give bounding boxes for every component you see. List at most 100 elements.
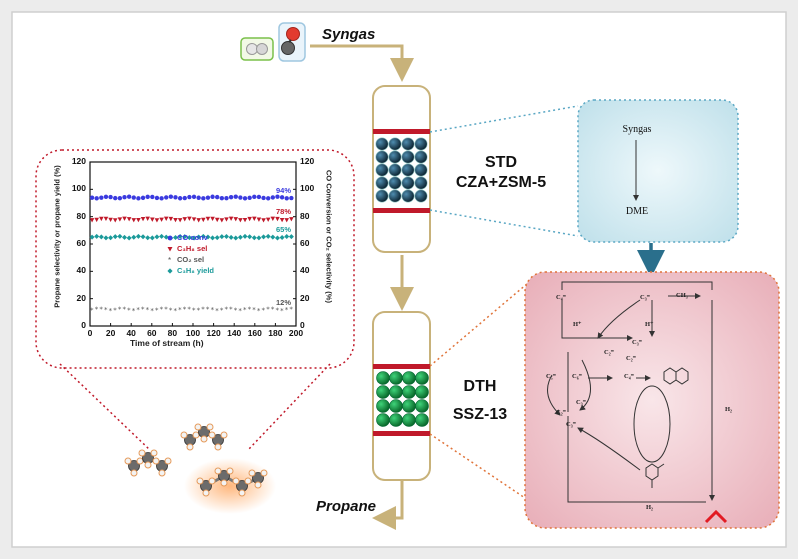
std-title: STD: [485, 154, 517, 171]
data-point: [242, 233, 248, 239]
catalyst-particle: [401, 150, 415, 164]
data-point: *: [280, 307, 284, 315]
data-point: [201, 217, 206, 223]
mechanism-label: H⁺: [645, 321, 654, 328]
hydrogen-atom: [206, 423, 214, 431]
data-point: *: [229, 306, 233, 314]
data-point: [112, 218, 118, 223]
data-point: [219, 218, 225, 223]
data-point: [228, 216, 234, 221]
data-point: [187, 216, 192, 221]
data-point: [150, 194, 155, 200]
data-point: [164, 195, 169, 200]
data-point: [117, 233, 123, 239]
catalyst-particle: [414, 163, 428, 177]
chart-zoom-lines: [59, 363, 331, 451]
data-point: *: [243, 306, 247, 314]
data-point: [172, 234, 178, 240]
legend-label: CO₂ sel: [177, 255, 205, 264]
data-point: *: [289, 305, 293, 313]
data-point: *: [160, 306, 164, 314]
catalyst-particle: [376, 371, 390, 385]
hydrogen-atom: [248, 469, 256, 477]
hydrogen-atom: [208, 477, 216, 485]
data-point: [261, 234, 267, 240]
data-point: [150, 217, 155, 222]
mechanism-label: C₆⁼: [572, 373, 583, 380]
data-point: *: [150, 307, 154, 315]
data-point: [279, 195, 285, 200]
data-point: [201, 196, 206, 201]
hydrogen-atom: [214, 467, 222, 475]
mechanism-label: C₃⁼: [632, 339, 643, 346]
y-tick-label: 0: [81, 320, 86, 330]
x-tick-label: 180: [268, 328, 283, 338]
y-tick-label-right: 120: [300, 156, 315, 166]
data-point: [140, 216, 146, 222]
data-point: [131, 234, 137, 240]
series-end-label: 65%: [276, 225, 292, 235]
catalyst-particle: [402, 371, 416, 385]
data-point: *: [257, 307, 261, 315]
catalyst-particle: [414, 189, 428, 203]
hydrogen-atom: [158, 469, 166, 477]
data-point: [261, 195, 266, 201]
data-point: [284, 233, 290, 239]
hydrogen-atom: [214, 443, 222, 451]
data-point: [108, 217, 113, 223]
data-point: [210, 216, 215, 222]
dme-box-syngas: Syngas: [622, 124, 652, 135]
legend-marker: *: [168, 256, 171, 265]
data-point: *: [169, 306, 173, 314]
data-point: *: [262, 307, 266, 315]
y-tick-label-right: 80: [300, 210, 310, 221]
dth-title: DTH: [463, 378, 497, 395]
data-point: *: [113, 306, 117, 314]
data-point: [210, 194, 215, 199]
catalyst-particle: [415, 371, 429, 385]
data-point: [238, 195, 243, 200]
hydrogen-atom: [226, 467, 234, 475]
data-point: [275, 216, 280, 222]
catalyst-particle: [376, 385, 390, 399]
legend-marker: [167, 268, 173, 274]
hydrogen-molecule-icon: [240, 37, 274, 61]
y-tick-label-right: 100: [300, 183, 315, 194]
catalyst-particle: [401, 176, 415, 190]
data-point: [284, 196, 289, 201]
data-point: *: [248, 305, 252, 313]
hydrogen-atom: [124, 457, 132, 465]
data-point: [191, 235, 197, 241]
data-point: *: [271, 305, 275, 313]
data-point: [219, 234, 225, 240]
data-point: [279, 234, 285, 240]
mechanism-label: C₂⁼: [626, 355, 637, 362]
data-point: *: [173, 307, 177, 315]
data-point: *: [252, 306, 256, 314]
y-tick-label: 40: [76, 265, 86, 276]
data-point: [210, 235, 216, 241]
x-tick-label: 100: [185, 328, 201, 338]
catalyst-particle: [375, 176, 389, 190]
x-tick-label: 140: [227, 328, 242, 338]
data-point: *: [215, 307, 219, 315]
data-point: [251, 235, 257, 241]
data-point: *: [187, 306, 191, 314]
mechanism-label: C₂⁼: [556, 409, 567, 416]
data-point: [275, 194, 280, 199]
data-point: *: [164, 305, 168, 313]
y-tick-label: 80: [76, 210, 86, 221]
data-point: [233, 217, 239, 222]
data-point: [242, 217, 248, 223]
data-point: [279, 217, 285, 223]
data-point: [289, 217, 294, 222]
data-point: [89, 234, 95, 240]
data-point: [265, 196, 271, 201]
catalyst-particle: [389, 385, 403, 399]
data-point: [94, 217, 99, 223]
data-point: [122, 216, 127, 221]
data-point: [289, 195, 294, 201]
y-tick-label: 100: [71, 183, 86, 194]
catalyst-particle: [376, 399, 390, 413]
hydrogen-atom: [260, 469, 268, 477]
